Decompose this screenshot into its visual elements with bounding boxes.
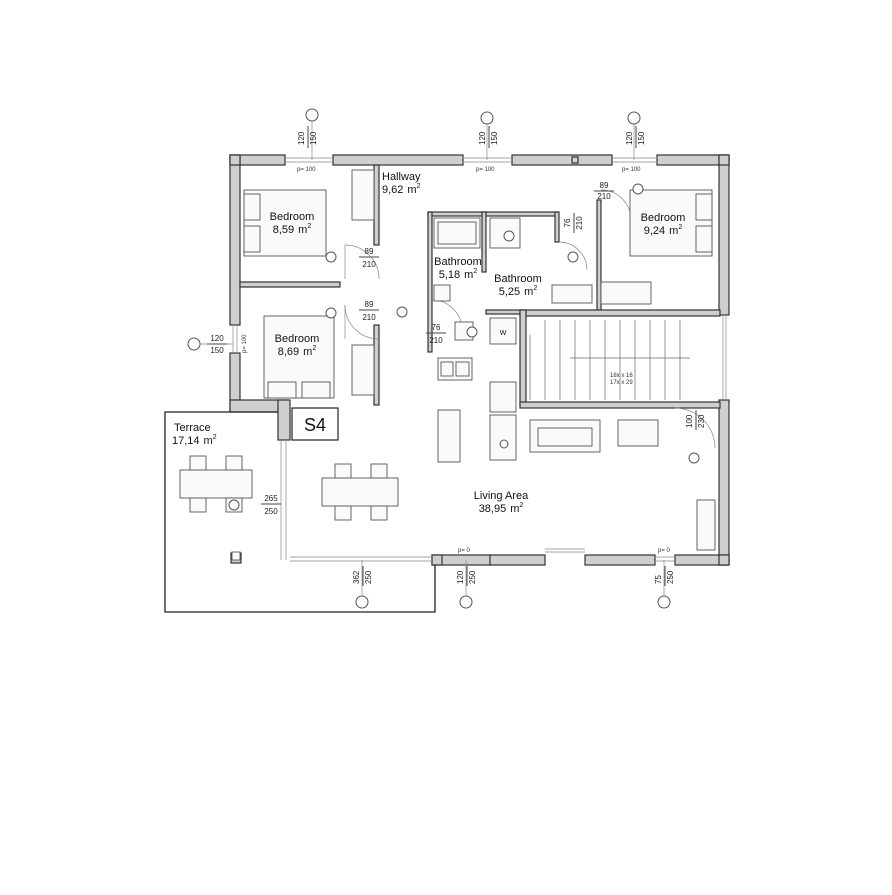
- room-name-bedroom-2: Bedroom: [275, 333, 320, 345]
- window-tag-stair-side: 100 230: [685, 410, 706, 430]
- door-tag-bathroom-2: 76 210: [563, 213, 584, 233]
- svg-text:p= 100: p= 100: [476, 167, 495, 173]
- svg-text:100: 100: [685, 414, 694, 428]
- door-tag-bedroom-2: 89 210: [359, 300, 379, 322]
- svg-text:p= 100: p= 100: [297, 167, 316, 173]
- svg-text:362: 362: [352, 570, 361, 584]
- room-name-bathroom-2: Bathroom: [494, 273, 542, 285]
- svg-text:76: 76: [563, 218, 572, 227]
- svg-text:120: 120: [625, 131, 634, 145]
- window-tag-bottom-mid: 120 250 p= 0: [456, 548, 477, 586]
- room-name-bathroom-1: Bathroom: [434, 256, 482, 268]
- window-tag-bottom-right: 75 250 p= 0: [654, 548, 675, 586]
- svg-text:89: 89: [600, 181, 609, 190]
- svg-text:150: 150: [309, 131, 318, 145]
- door-tag-bedroom-1: 89 210: [359, 247, 379, 269]
- terrace-outline: [164, 411, 436, 613]
- window-tag-top-center: 120 150 p= 100: [476, 126, 499, 173]
- plan-label-box: [291, 407, 339, 441]
- stair-note-1: 18x x 16: [610, 373, 633, 379]
- door-tag-terrace: 265 250: [261, 494, 281, 516]
- plan-label: S4: [304, 415, 326, 435]
- svg-text:230: 230: [697, 414, 706, 428]
- svg-text:76: 76: [432, 323, 441, 332]
- svg-text:210: 210: [575, 216, 584, 230]
- door-tag-bedroom-3: 89 210: [594, 181, 614, 201]
- window-tag-top-left: 120 150 p= 100: [297, 126, 318, 173]
- staircase: [529, 320, 690, 400]
- svg-text:120: 120: [456, 570, 465, 584]
- stair-note-2: 17x x 29: [610, 380, 633, 386]
- svg-text:120: 120: [210, 334, 224, 343]
- window-tag-top-right: 120 150 p= 100: [622, 126, 646, 173]
- svg-text:p= 0: p= 0: [458, 548, 471, 554]
- room-name-bedroom-1: Bedroom: [270, 211, 315, 223]
- svg-text:p= 0: p= 0: [658, 548, 671, 554]
- window-tag-bottom-left: 362 250: [352, 566, 373, 586]
- windows: [232, 157, 727, 562]
- svg-text:210: 210: [429, 336, 443, 345]
- door-tag-bathroom-1: 76 210: [426, 323, 446, 345]
- room-name-hallway: Hallway: [382, 171, 421, 183]
- svg-text:89: 89: [365, 300, 374, 309]
- svg-text:p= 100: p= 100: [242, 334, 248, 353]
- ceiling-fixtures: [228, 183, 700, 511]
- tag-markers: [187, 108, 671, 609]
- svg-text:75: 75: [654, 575, 663, 584]
- room-name-bedroom-3: Bedroom: [641, 212, 686, 224]
- room-name-terrace: Terrace: [174, 422, 211, 434]
- svg-text:120: 120: [478, 131, 487, 145]
- svg-text:210: 210: [597, 192, 611, 201]
- svg-text:150: 150: [210, 346, 224, 355]
- svg-text:250: 250: [666, 570, 675, 584]
- svg-text:150: 150: [490, 131, 499, 145]
- svg-text:210: 210: [362, 260, 376, 269]
- room-name-living-area: Living Area: [474, 490, 529, 502]
- svg-text:250: 250: [468, 570, 477, 584]
- svg-text:p= 100: p= 100: [622, 167, 641, 173]
- svg-text:265: 265: [264, 494, 278, 503]
- svg-text:250: 250: [364, 570, 373, 584]
- window-tag-left: 120 150 p= 100: [207, 334, 248, 355]
- svg-text:250: 250: [264, 507, 278, 516]
- svg-text:120: 120: [297, 131, 306, 145]
- svg-text:150: 150: [637, 131, 646, 145]
- svg-text:89: 89: [365, 247, 374, 256]
- washer-label: W: [500, 330, 507, 337]
- svg-text:210: 210: [362, 313, 376, 322]
